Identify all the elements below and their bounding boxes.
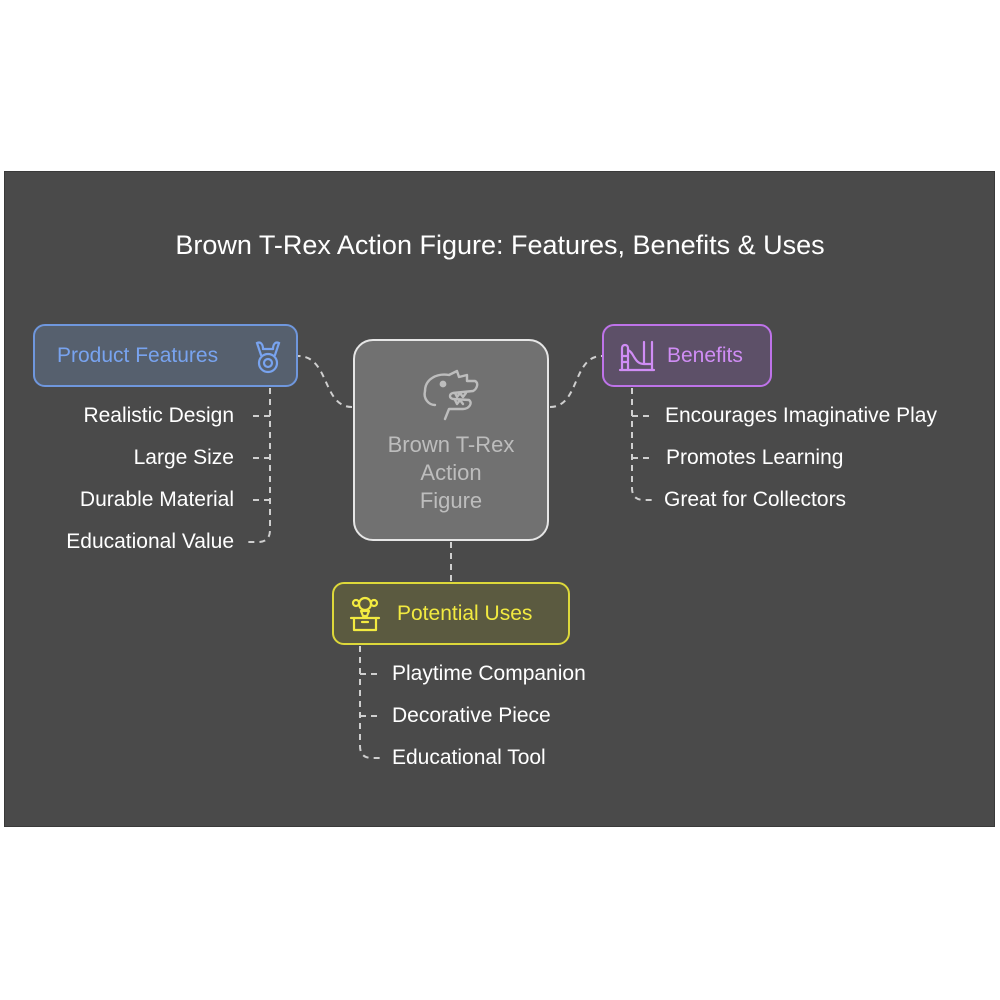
benefits-item: Promotes Learning [666, 446, 844, 469]
features-trunk [248, 388, 271, 543]
rattle-icon [255, 341, 281, 374]
benefits-item: Great for Collectors [664, 488, 847, 511]
connector-features [297, 355, 353, 408]
uses-item: Decorative Piece [392, 704, 551, 727]
potential-uses-node: Potential Uses [332, 582, 570, 645]
features-item: Educational Value [66, 530, 234, 553]
uses-item: Educational Tool [392, 746, 546, 769]
connector-benefits [549, 355, 603, 408]
potential-uses-label: Potential Uses [397, 602, 533, 625]
central-topic-line-1: Brown T-Rex [387, 432, 515, 457]
central-topic-line-3: Figure [419, 488, 483, 513]
product-features-node: Product Features [33, 324, 298, 387]
t-rex-icon [423, 369, 479, 421]
uses-item: Playtime Companion [392, 662, 586, 685]
diagram-title: Brown T-Rex Action Figure: Features, Ben… [175, 230, 825, 260]
jack-in-the-box-icon [349, 596, 381, 632]
features-item: Large Size [133, 446, 234, 469]
central-topic-line-2: Action [420, 460, 482, 485]
benefits-item: Encourages Imaginative Play [665, 404, 937, 427]
features-item: Realistic Design [83, 404, 234, 427]
central-topic-label: Brown T-Rex Action Figure [355, 431, 547, 515]
central-topic-node: Brown T-Rex Action Figure [353, 339, 549, 541]
uses-trunk [359, 646, 382, 759]
benefits-trunk [631, 388, 654, 501]
slide-icon [618, 340, 656, 372]
benefits-node: Benefits [602, 324, 772, 387]
product-features-label: Product Features [57, 344, 219, 367]
benefits-label: Benefits [667, 344, 743, 367]
features-item: Durable Material [79, 488, 234, 511]
